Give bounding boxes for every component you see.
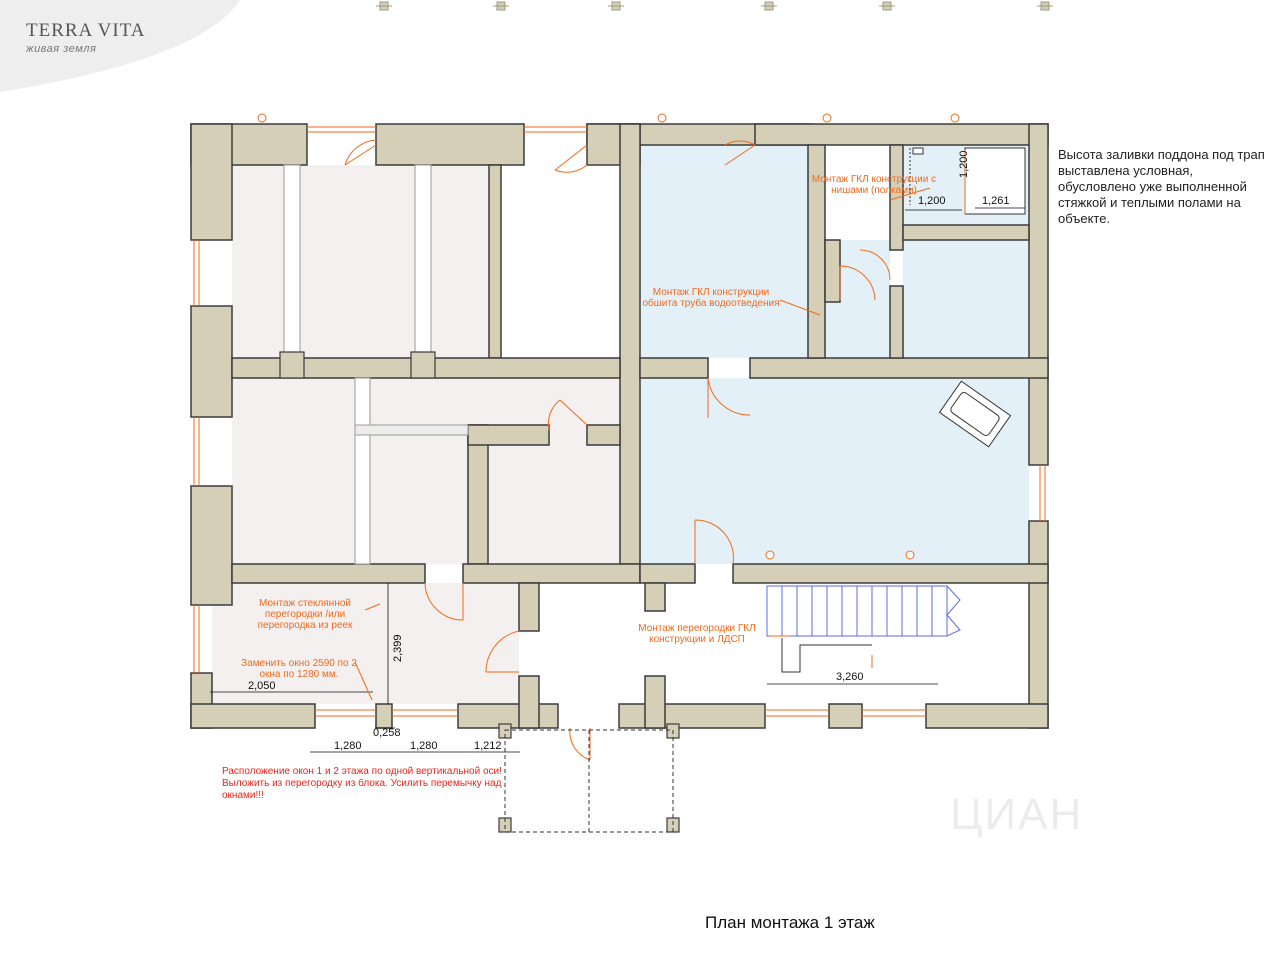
bathtub (938, 380, 1012, 448)
label-glass-partition: Монтаж стеклянной перегородки /или перег… (257, 598, 353, 631)
label-gkl-niches: Монтаж ГКЛ конструкции с нишами (полками… (811, 174, 937, 196)
logo-subtitle: живая земля (26, 43, 97, 55)
dim-2050: 2,050 (248, 680, 276, 692)
label-gkl-ldsp: Монтаж перегородки ГКЛ конструкции и ЛДС… (638, 623, 756, 645)
stairs (766, 585, 961, 637)
dim-1200-vertical: 1,200 (958, 150, 970, 178)
watermark: ЦИАН (950, 790, 1084, 839)
dimension-lines (210, 207, 1025, 753)
doors (344, 139, 891, 761)
logo-swoosh (0, 0, 240, 92)
dim-1212: 1,212 (474, 740, 502, 752)
shower-tray (909, 147, 1026, 215)
dim-2399: 2,399 (392, 634, 404, 662)
fixture-points (257, 113, 960, 560)
dim-3260: 3,260 (836, 671, 864, 683)
grid-markers (376, 1, 1053, 11)
stair-winder (946, 585, 961, 637)
side-note: Высота заливки поддона под трап выставле… (1058, 147, 1265, 226)
stair-rail (781, 638, 872, 673)
logo-title: TERRA VITA (26, 20, 146, 41)
plan-title: План монтажа 1 этаж (705, 913, 875, 932)
dim-1280-second: 1,280 (410, 740, 438, 752)
dim-1280-first: 1,280 (334, 740, 362, 752)
windows (193, 126, 1046, 717)
walls (190, 123, 1049, 729)
leader-lines (354, 187, 931, 701)
red-warning-note: Расположение окон 1 и 2 этажа по одной в… (222, 766, 502, 801)
columns (279, 351, 680, 833)
dim-1261: 1,261 (982, 195, 1010, 207)
porch (504, 729, 674, 833)
dim-1200-horizontal: 1,200 (918, 195, 946, 207)
dim-0258: 0,258 (373, 727, 401, 739)
label-replace-window: Заменить окно 2590 по 2 окна по 1280 мм. (241, 658, 357, 680)
label-gkl-pipe: Монтаж ГКЛ конструкции обшита труба водо… (642, 287, 780, 309)
thin-partitions (283, 164, 469, 565)
